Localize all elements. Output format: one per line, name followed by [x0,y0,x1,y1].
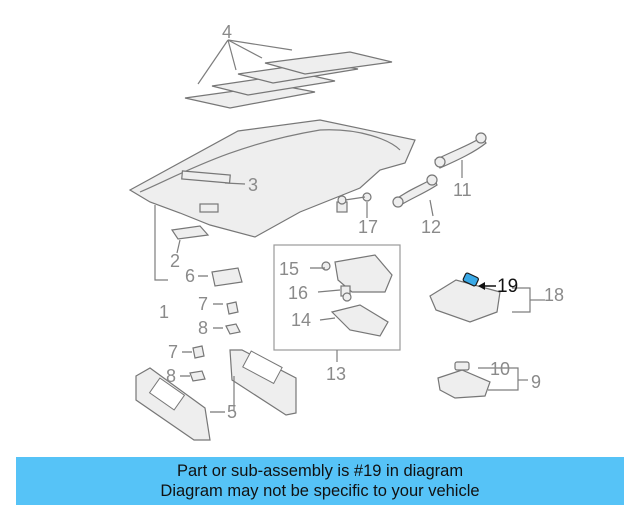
grab-handles [392,132,487,217]
dome-lamp [429,272,545,323]
callout-5: 5 [227,402,237,422]
callout-8b: 8 [166,366,176,386]
callout-17: 17 [358,217,378,237]
callout-6: 6 [185,266,195,286]
callout-10: 10 [490,359,510,379]
callout-3: 3 [248,175,258,195]
callout-19: 19 [497,276,518,297]
callout-14: 14 [291,310,311,330]
headliner [128,119,416,281]
info-banner: Part or sub-assembly is #19 in diagram D… [16,457,624,505]
part-2 [170,225,210,254]
console-group [273,244,401,362]
bulb-19 [462,272,479,287]
callout-7a: 7 [198,294,208,314]
callout-1: 1 [159,302,169,322]
callout-15: 15 [279,259,299,279]
headliner-panels [184,39,393,109]
part-9 [437,361,528,399]
callout-11: 11 [453,180,472,200]
banner-line-2: Diagram may not be specific to your vehi… [160,482,480,500]
sun-visors [135,349,297,441]
callout-18: 18 [544,285,564,305]
callout-pointers [180,182,341,413]
left-small-parts [189,267,243,382]
callout-2: 2 [170,251,180,271]
callout-16: 16 [288,283,308,303]
part-17 [336,192,372,218]
callout-8a: 8 [198,318,208,338]
banner-line-1: Part or sub-assembly is #19 in diagram [176,462,464,480]
callout-9: 9 [531,372,541,392]
callout-12: 12 [421,217,441,237]
callout-4: 4 [222,22,232,42]
callout-13: 13 [326,364,346,384]
callout-7b: 7 [168,342,178,362]
